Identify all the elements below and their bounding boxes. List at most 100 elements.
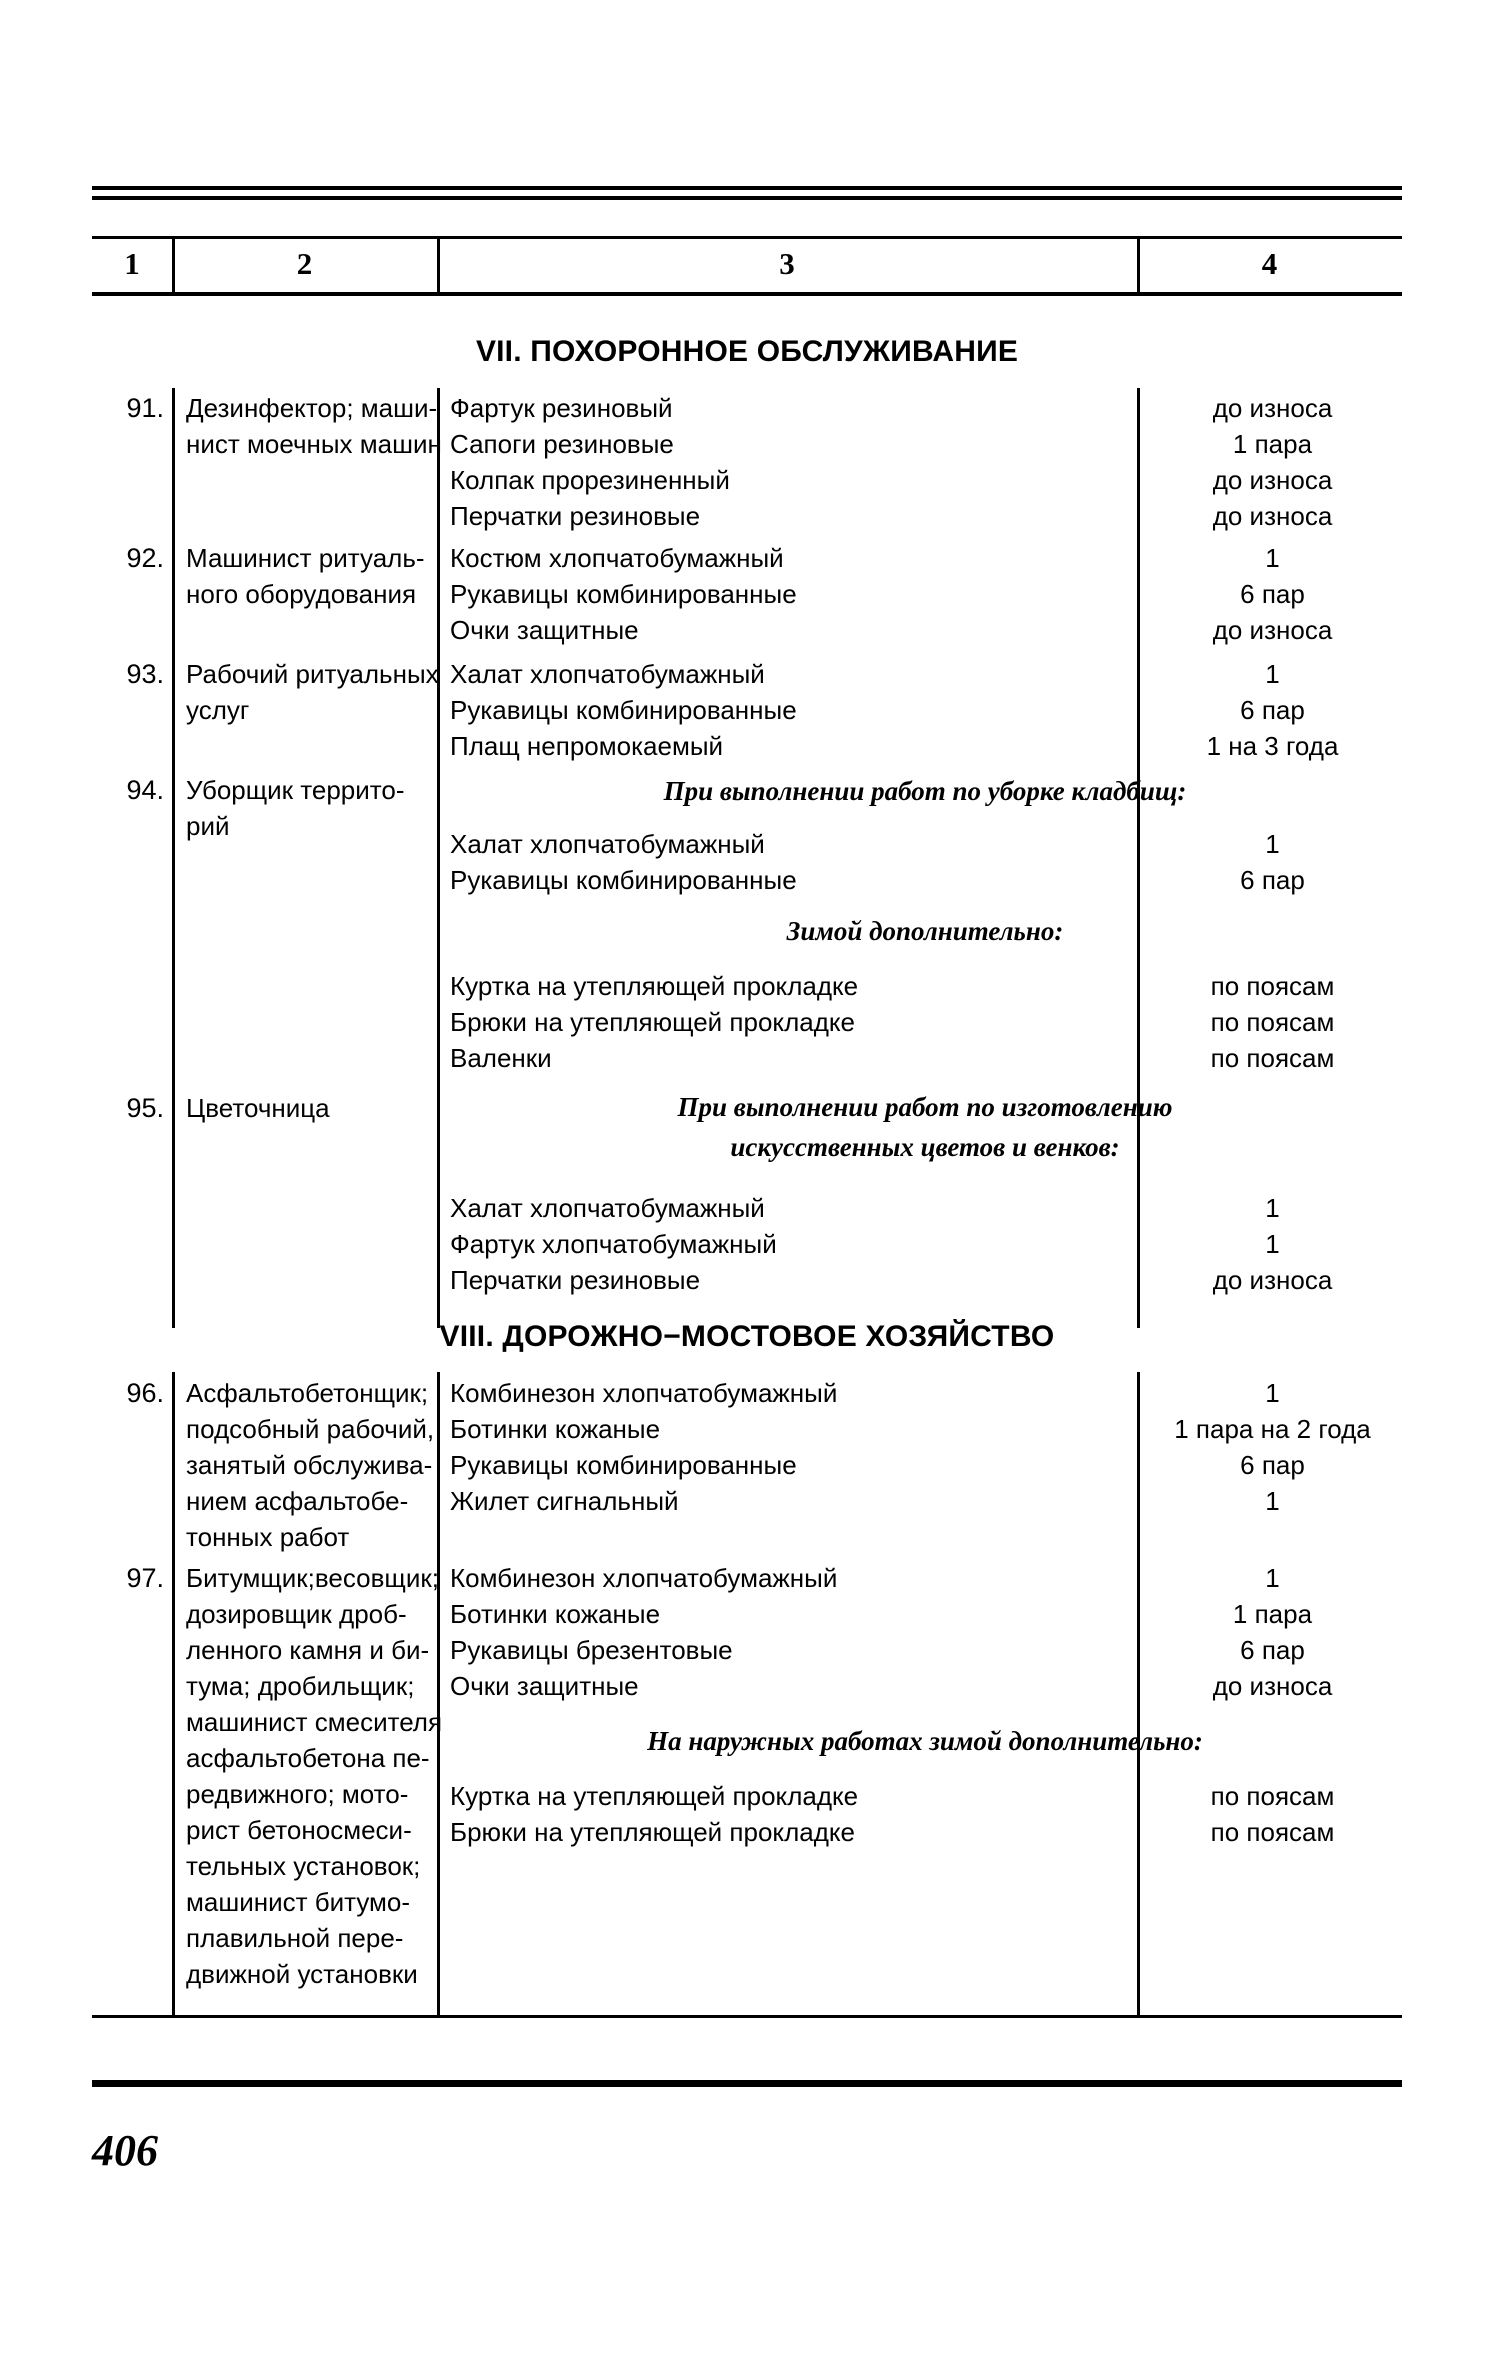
norms-cell: 1 6 пар до износа [1145, 540, 1400, 648]
occupation-line: подсобный рабочий, [186, 1414, 435, 1444]
item-line: Комбинезон хлопчатобумажный [450, 1378, 838, 1408]
occupation-line: ленного камня и би- [186, 1635, 430, 1665]
occupation-cell: Асфальтобетонщик; подсобный рабочий, зан… [186, 1375, 434, 1555]
norms-cell: до износа 1 пара до износа до износа [1145, 390, 1400, 534]
column-header-4: 4 [1261, 246, 1278, 281]
occupation-cell: Рабочий ритуальных услуг [186, 656, 439, 728]
item-line: Перчатки резиновые [450, 501, 701, 531]
occupation-line: машинист смесителя [186, 1707, 443, 1737]
norm-line: до износа [1212, 393, 1333, 423]
norm-line: до износа [1212, 465, 1333, 495]
condition-subheading: При выполнении работ по уборке кладбищ: [663, 776, 1187, 806]
items-cell: Комбинезон хлопчатобумажный Ботинки кожа… [450, 1375, 1135, 1519]
row-number: 96. [126, 1378, 164, 1408]
top-rule-inner [92, 196, 1402, 200]
norm-line: 1 пара на 2 года [1174, 1414, 1371, 1444]
norm-line: по поясам [1210, 1007, 1335, 1037]
column-header-3: 3 [779, 246, 795, 281]
norm-line: 1 [1265, 829, 1280, 859]
norm-line: 1 пара [1232, 1599, 1313, 1629]
occupation-line: тума; дробильщик; [186, 1671, 415, 1701]
item-line: Перчатки резиновые [450, 1265, 701, 1295]
item-line: Рукавицы комбинированные [450, 865, 797, 895]
norm-line: 1 [1265, 543, 1280, 573]
item-line: Фартук хлопчатобумажный [450, 1229, 777, 1259]
norm-line: 1 [1265, 1563, 1280, 1593]
item-line: Брюки на утепляющей прокладке [450, 1007, 855, 1037]
occupation-line: нием асфальтобе- [186, 1486, 409, 1516]
item-line: Комбинезон хлопчатобумажный [450, 1563, 838, 1593]
row-number: 97. [126, 1563, 164, 1593]
section-heading-viii: VIII. ДОРОЖНО−МОСТОВОЕ ХОЗЯЙСТВО [439, 1320, 1055, 1353]
header-rule-below [92, 292, 1402, 296]
occupation-line: нист моечных машин [186, 429, 442, 459]
vline-col2-col3-viii [437, 1372, 440, 2016]
column-header-row: 1 2 3 4 [92, 239, 1402, 292]
norms-cell: по поясам по поясам по поясам [1145, 968, 1400, 1076]
vline-col1-col2-viii [172, 1372, 175, 2016]
top-rule-outer [92, 186, 1402, 190]
condition-subheading: Зимой дополнительно: [786, 916, 1064, 946]
norms-cell: 1 6 пар [1145, 826, 1400, 898]
section-heading-vii: VII. ПОХОРОННОЕ ОБСЛУЖИВАНИЕ [475, 335, 1019, 368]
occupation-line: машинист битумо- [186, 1887, 411, 1917]
header-rule-above [92, 236, 1402, 239]
occupation-cell: Цветочница [186, 1090, 434, 1126]
items-cell: Куртка на утепляющей прокладке Брюки на … [450, 968, 1135, 1076]
occupation-line: Рабочий ритуальных [186, 659, 439, 689]
item-line: Халат хлопчатобумажный [450, 659, 765, 689]
vline-col3-col4-vii [1137, 388, 1140, 1328]
norm-line: по поясам [1210, 1043, 1335, 1073]
row-number: 92. [126, 543, 164, 573]
occupation-cell: Дезинфектор; маши- нист моечных машин [186, 390, 442, 462]
item-line: Колпак прорезиненный [450, 465, 730, 495]
occupation-line: тонных работ [186, 1522, 350, 1552]
item-line: Жилет сигнальный [450, 1486, 679, 1516]
item-line: Ботинки кожаные [450, 1599, 661, 1629]
item-line: Плащ непромокаемый [450, 731, 724, 761]
norm-line: до износа [1212, 615, 1333, 645]
row-number: 94. [126, 775, 164, 805]
norm-line: 6 пар [1240, 695, 1305, 725]
item-line: Костюм хлопчатобумажный [450, 543, 784, 573]
occupation-line: Дезинфектор; маши- [186, 393, 438, 423]
norm-line: 1 [1265, 1486, 1280, 1516]
item-line: Рукавицы брезентовые [450, 1635, 733, 1665]
item-line: Очки защитные [450, 615, 639, 645]
occupation-line: Асфальтобетонщик; [186, 1378, 429, 1408]
vline-col2-col3-vii [437, 388, 440, 1328]
occupation-cell: Уборщик террито- рий [186, 772, 434, 844]
items-cell: Фартук резиновый Сапоги резиновые Колпак… [450, 390, 1135, 534]
condition-subheading: На наружных работах зимой дополнительно: [647, 1726, 1203, 1756]
item-line: Рукавицы комбинированные [450, 1450, 797, 1480]
occupation-line: ного оборудования [186, 579, 417, 609]
item-line: Фартук резиновый [450, 393, 673, 423]
occupation-cell: Машинист ритуаль- ного оборудования [186, 540, 434, 612]
bottom-rule-thin [92, 2015, 1402, 2018]
occupation-line: Цветочница [186, 1093, 330, 1123]
norm-line: 1 [1265, 1193, 1280, 1223]
norm-line: 1 [1265, 659, 1280, 689]
item-line: Куртка на утепляющей прокладке [450, 1781, 859, 1811]
item-line: Халат хлопчатобумажный [450, 829, 765, 859]
items-cell: Халат хлопчатобумажный Рукавицы комбинир… [450, 826, 1135, 898]
items-cell: Халат хлопчатобумажный Рукавицы комбинир… [450, 656, 1135, 764]
norm-line: 6 пар [1240, 579, 1305, 609]
column-header-1: 1 [124, 246, 140, 281]
norms-cell: 1 1 пара 6 пар до износа [1145, 1560, 1400, 1704]
occupation-line: услуг [186, 695, 250, 725]
occupation-line: Машинист ритуаль- [186, 543, 425, 573]
norm-line: 6 пар [1240, 865, 1305, 895]
norms-cell: по поясам по поясам [1145, 1778, 1400, 1850]
norm-line: 1 [1265, 1229, 1280, 1259]
norm-line: до износа [1212, 501, 1333, 531]
norms-cell: 1 1 до износа [1145, 1190, 1400, 1298]
header-vline-2 [437, 239, 440, 293]
norms-cell: 1 6 пар 1 на 3 года [1145, 656, 1400, 764]
norm-line: 1 [1265, 1378, 1280, 1408]
page-number: 406 [92, 2126, 158, 2175]
occupation-line: асфальтобетона пе- [186, 1743, 430, 1773]
header-vline-1 [172, 239, 175, 293]
vline-col1-col2-vii [172, 388, 175, 1328]
